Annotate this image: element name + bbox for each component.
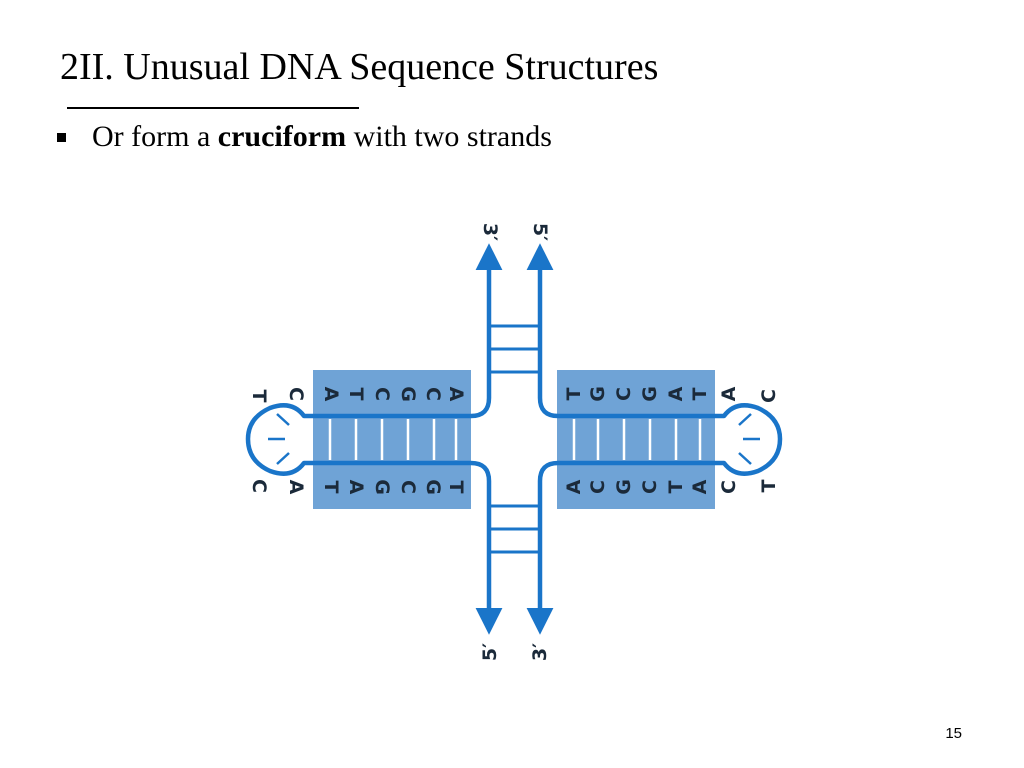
base-letter: C	[639, 480, 661, 494]
bullet-item: Or form a cruciform with two strands	[55, 115, 552, 159]
base-letter: C	[587, 480, 609, 494]
right-bottom-box	[557, 463, 715, 509]
bullet-text-after: with two strands	[346, 120, 552, 153]
left-top-box	[313, 370, 471, 416]
base-letter: T	[563, 387, 585, 400]
loop-letter: C	[718, 480, 740, 494]
right-hairpin-loop	[715, 403, 783, 476]
base-letter: T	[665, 480, 687, 493]
base-letter: A	[320, 387, 342, 402]
end-label-top-left: 3′	[479, 223, 501, 241]
loop-letter: T	[248, 390, 270, 403]
base-letter: T	[320, 481, 342, 494]
end-label-top-right: 5′	[529, 223, 551, 241]
left-loop-spoke	[276, 413, 290, 426]
base-letter: C	[371, 387, 393, 401]
bullet-text-bold: cruciform	[217, 120, 347, 153]
dna-strands	[245, 243, 783, 635]
square-bullet-icon	[57, 132, 66, 142]
loop-letter: C	[285, 387, 307, 401]
strand-lower-right	[526, 460, 715, 635]
base-letter: T	[445, 481, 467, 494]
loop-letter: C	[758, 389, 780, 403]
end-labels: 3′ 5′ 5′ 3′	[479, 223, 551, 661]
stem-base-pairs	[490, 324, 540, 554]
bullet-text: Or form a cruciform with two strands	[92, 120, 552, 154]
title-underline	[67, 107, 359, 109]
loop-letter: A	[285, 480, 307, 495]
base-letter: A	[563, 479, 585, 494]
left-arm-tick-bg	[313, 416, 471, 463]
base-letter: G	[422, 479, 444, 495]
base-letter: C	[422, 387, 444, 401]
base-letter: C	[613, 387, 635, 401]
base-letter: T	[345, 388, 367, 401]
base-boxes	[313, 370, 715, 509]
base-letter: G	[587, 386, 609, 402]
loop-letter: T	[758, 479, 780, 492]
base-letter: G	[639, 386, 661, 402]
loop-letter: A	[718, 386, 740, 401]
strand-upper-right	[526, 243, 715, 419]
end-label-bottom-right: 3′	[529, 643, 551, 661]
base-letter: A	[345, 480, 367, 495]
right-arm-tick-bg	[557, 416, 715, 463]
base-letter: A	[665, 386, 687, 401]
strand-lower-left	[313, 460, 503, 635]
base-letter: T	[689, 387, 711, 400]
base-letter: G	[371, 479, 393, 495]
right-loop-spoke	[738, 413, 752, 426]
base-letter: A	[445, 387, 467, 402]
slide-title: 2II. Unusual DNA Sequence Structures	[60, 46, 659, 88]
right-top-box	[557, 370, 715, 416]
left-bottom-box	[313, 463, 471, 509]
end-label-bottom-left: 5′	[479, 643, 501, 661]
bullet-text-before: Or form a	[92, 120, 218, 153]
left-loop-spoke	[276, 452, 290, 465]
arm-base-pairs-front	[328, 419, 702, 460]
loop-spokes	[268, 413, 760, 465]
base-letter: G	[613, 479, 635, 495]
loop-letter: C	[248, 479, 270, 493]
arm-tick-background	[313, 416, 715, 463]
base-letter: G	[397, 386, 419, 402]
base-letter: A	[689, 479, 711, 494]
left-hairpin-loop	[245, 403, 313, 476]
base-letter: C	[397, 480, 419, 494]
right-loop-spoke	[738, 452, 752, 465]
page-number: 15	[945, 725, 962, 742]
strand-upper-left	[313, 243, 503, 419]
